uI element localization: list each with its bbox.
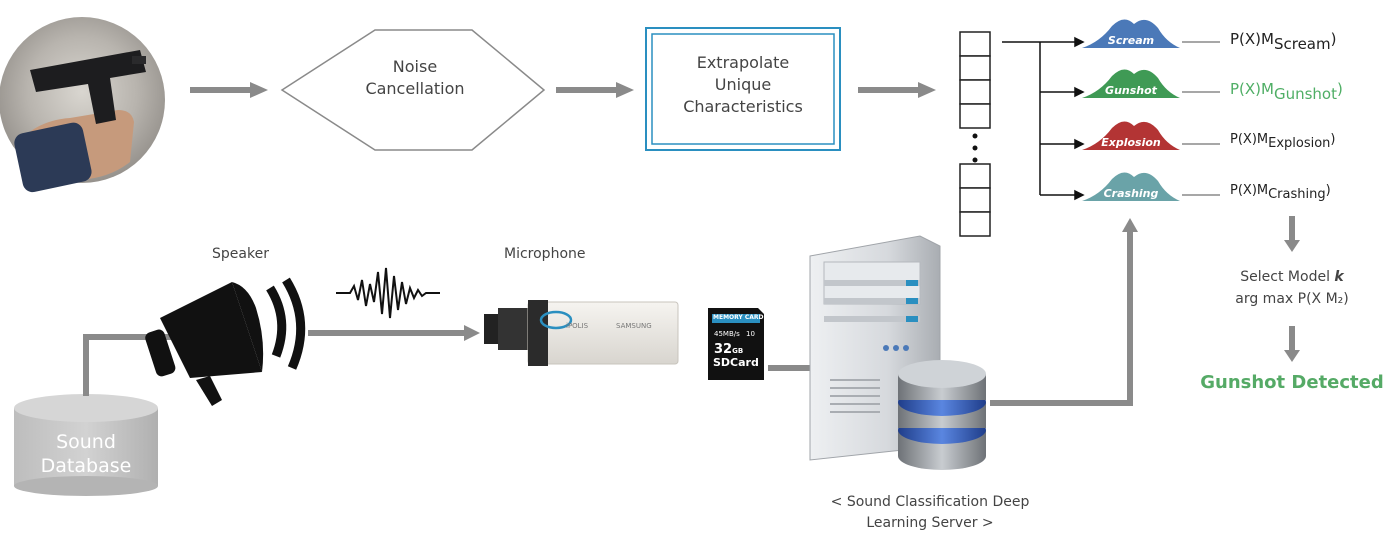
prob-explosion-suffix: ) bbox=[1330, 132, 1336, 147]
server-to-models-connector bbox=[990, 218, 1138, 406]
prob-scream: P(X)MScream) bbox=[1230, 30, 1336, 53]
noise-cancellation-label: Noise Cancellation bbox=[330, 56, 500, 100]
db-speaker-connector bbox=[83, 334, 175, 396]
sd-card-name: SDCard bbox=[713, 356, 759, 369]
model-gunshot-shape bbox=[1082, 69, 1180, 98]
select-model-line2: arg max P(X M₂) bbox=[1235, 291, 1349, 307]
server-caption: < Sound Classification Deep Learning Ser… bbox=[780, 492, 1080, 534]
sound-database-cylinder bbox=[14, 394, 158, 496]
decision-arrows bbox=[1284, 216, 1300, 362]
model-tag-gunshot: Gunshot bbox=[1105, 84, 1157, 97]
database-stack bbox=[898, 360, 986, 470]
model-tag-scream: Scream bbox=[1107, 34, 1155, 47]
model-scream-shape bbox=[1082, 19, 1180, 48]
prob-scream-sub: Scream bbox=[1273, 35, 1331, 53]
extract-label-line1: Extrapolate bbox=[696, 53, 790, 72]
speaker-label: Speaker bbox=[212, 246, 269, 262]
prob-crashing-prefix: P(X)M bbox=[1230, 183, 1269, 198]
camera-brand-text: SAMSUNG bbox=[616, 322, 652, 330]
prob-scream-prefix: P(X)M bbox=[1230, 30, 1274, 48]
megaphone bbox=[145, 277, 306, 406]
server-caption-line1: < Sound Classification Deep bbox=[830, 494, 1030, 510]
prob-crashing: P(X)MCrashing) bbox=[1230, 183, 1331, 202]
sound-database-label: Sound Database bbox=[14, 430, 158, 478]
feature-vector bbox=[959, 31, 991, 237]
select-k: k bbox=[1334, 269, 1344, 285]
sd-card-speed: 45MB/s bbox=[714, 330, 740, 338]
extrapolate-label: Extrapolate Unique Characteristics bbox=[652, 52, 834, 118]
select-prefix: Select Model bbox=[1240, 269, 1335, 285]
top-arrows bbox=[190, 82, 936, 98]
sd-card-capacity: 32GB bbox=[714, 342, 743, 357]
noise-label-line1: Noise bbox=[392, 57, 438, 76]
model-tag-crashing: Crashing bbox=[1103, 187, 1159, 200]
prob-gunshot-sub: Gunshot bbox=[1273, 85, 1337, 103]
prob-explosion-prefix: P(X)M bbox=[1230, 132, 1269, 147]
sd-card bbox=[708, 308, 764, 380]
prob-leaders bbox=[1182, 41, 1220, 196]
sd-card-class: 10 bbox=[746, 330, 755, 338]
prob-explosion: P(X)MExplosion) bbox=[1230, 132, 1336, 151]
gun-photo bbox=[0, 17, 165, 193]
select-model-line1: Select Model k bbox=[1212, 266, 1372, 288]
sd-server-connector bbox=[768, 365, 812, 371]
extract-label-line2: Unique bbox=[714, 75, 772, 94]
extract-label-line3: Characteristics bbox=[683, 97, 803, 116]
prob-gunshot-prefix: P(X)M bbox=[1230, 80, 1274, 98]
branch-lines bbox=[1002, 36, 1085, 201]
select-model-text: Select Model k arg max P(X M₂) bbox=[1212, 266, 1372, 310]
model-explosion-shape bbox=[1082, 121, 1180, 150]
prob-crashing-suffix: ) bbox=[1325, 183, 1331, 198]
sound-waveform bbox=[336, 267, 440, 319]
db-label-line1: Sound bbox=[56, 431, 116, 453]
camera-model-text: iPOLIS bbox=[566, 322, 589, 330]
server-caption-line2: Learning Server > bbox=[866, 515, 994, 531]
prob-gunshot: P(X)MGunshot) bbox=[1230, 80, 1343, 103]
db-label-line2: Database bbox=[40, 455, 132, 477]
microphone-label: Microphone bbox=[504, 246, 586, 262]
prob-scream-suffix: ) bbox=[1330, 30, 1337, 48]
sd-cap-unit: GB bbox=[732, 347, 744, 355]
model-crashing-shape bbox=[1082, 172, 1180, 201]
sd-cap-num: 32 bbox=[714, 342, 733, 357]
prob-crashing-sub: Crashing bbox=[1268, 187, 1326, 202]
prob-explosion-sub: Explosion bbox=[1268, 136, 1331, 151]
extrapolate-box bbox=[645, 27, 841, 151]
prob-gunshot-suffix: ) bbox=[1337, 80, 1343, 98]
speaker-mic-arrow bbox=[308, 325, 480, 341]
camera bbox=[484, 300, 679, 366]
gunshot-detected-result: Gunshot Detected bbox=[1200, 372, 1384, 393]
model-tag-explosion: Explosion bbox=[1101, 136, 1161, 149]
vector-dots bbox=[972, 133, 978, 163]
sd-card-top-text: MEMORY CARD bbox=[713, 314, 764, 321]
noise-label-line2: Cancellation bbox=[365, 79, 465, 98]
